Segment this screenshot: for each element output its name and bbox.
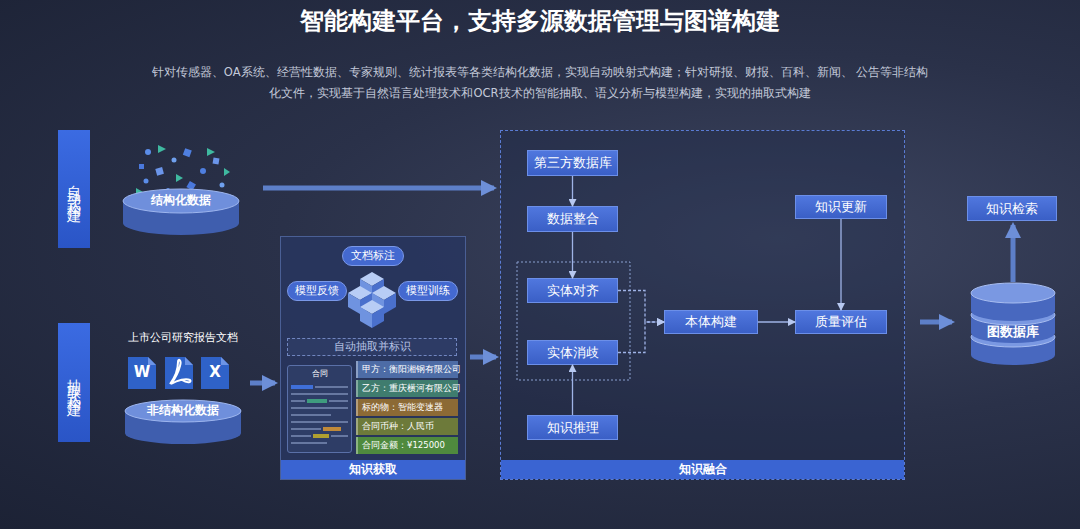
process-box: 自动抽取并标识 — [287, 338, 457, 356]
connector — [618, 322, 664, 353]
node-text: 实体对齐 — [547, 284, 599, 298]
node-text: 甲方：衡阳湘钢有限公司 — [362, 365, 461, 374]
mode-band: 自动式构建 — [58, 130, 90, 248]
icon-letter: W — [128, 363, 156, 381]
connector — [618, 291, 664, 323]
process-box: 第三方数据库 — [527, 150, 618, 176]
icon-letter: X — [201, 363, 229, 381]
node-text: 标的物：智能变速器 — [362, 403, 443, 412]
connector — [572, 176, 573, 206]
process-box: 知识更新 — [795, 195, 887, 219]
node-text: 自动抽取并标识 — [334, 341, 411, 353]
process-box: 实体对齐 — [527, 278, 618, 303]
stage-panel: 知识融合 第三方数据库数据整合实体对齐实体消歧知识推理 本体构建 质量评估 知识更新 — [500, 130, 905, 480]
stage-panel: 知识获取 文档标注模型反馈 模型训练自动抽取并标识合同 甲方：衡阳湘钢有限公司乙方：重… — [280, 236, 466, 480]
connector — [572, 365, 573, 415]
data-cylinder: 结构化数据 — [122, 187, 240, 237]
node-text: 本体构建 — [685, 315, 737, 329]
node-text: 知识获取 — [281, 460, 465, 479]
file-icons — [128, 357, 229, 389]
process-box: 本体构建 — [664, 310, 758, 334]
node-text: 数据整合 — [547, 212, 599, 226]
contract-lines — [291, 385, 348, 444]
node-text: 上市公司研究报告文档 — [118, 332, 248, 344]
group-outline — [517, 262, 630, 380]
document-card: 合同 — [287, 365, 352, 453]
field-tag: 合同金额：¥125000 — [356, 437, 458, 454]
node-text: 质量评估 — [815, 315, 867, 329]
node-text: 文档标注 — [351, 250, 395, 262]
flow-arrow — [1011, 225, 1016, 282]
flow-arrow — [470, 355, 496, 360]
connector — [758, 321, 795, 322]
field-tag: 合同币种：人民币 — [356, 418, 458, 435]
node-text: 合同 — [288, 370, 351, 379]
node-text: 知识检索 — [986, 202, 1038, 216]
field-tag: 标的物：智能变速器 — [356, 399, 458, 416]
node-text: 知识融合 — [501, 460, 904, 479]
data-dots — [136, 145, 230, 196]
flow-arrow — [920, 320, 952, 325]
node-text: 模型反馈 — [295, 285, 339, 297]
process-box: 质量评估 — [795, 310, 887, 334]
field-tag: 乙方：重庆横河有限公司 — [356, 380, 458, 397]
field-tag: 甲方：衡阳湘钢有限公司 — [356, 361, 458, 378]
node-text: 知识推理 — [547, 421, 599, 435]
database-cylinder: 图数据库 — [970, 282, 1056, 366]
mode-band: 抽取式构建 — [58, 323, 90, 442]
node-text: 实体消歧 — [547, 346, 599, 360]
node-text: 图数据库 — [970, 325, 1056, 339]
step-pill: 模型反馈 — [287, 281, 347, 301]
step-pill: 模型训练 — [398, 281, 458, 301]
node-text: 自动式构建 — [66, 174, 81, 204]
database-shape — [970, 282, 1056, 366]
process-box: 知识推理 — [527, 415, 618, 440]
data-cylinder: 上市公司研究报告文档非结构化数据 — [118, 332, 248, 447]
node-text: 第三方数据库 — [534, 156, 612, 170]
node-text: 非结构化数据 — [118, 404, 248, 417]
connector — [572, 232, 573, 278]
node-text: 结构化数据 — [122, 194, 240, 207]
step-pill: 文档标注 — [342, 246, 404, 266]
node-text: 乙方：重庆横河有限公司 — [362, 384, 461, 393]
connector — [840, 219, 841, 310]
flow-arrow — [250, 381, 275, 386]
node-text: 合同金额：¥125000 — [362, 441, 445, 450]
subtitle: 针对传感器、OA系统、经营性数据、专家规则、统计报表等各类结构化数据，实现自动映… — [150, 62, 930, 104]
node-text: 合同币种：人民币 — [362, 422, 434, 431]
node-text: 知识更新 — [815, 200, 867, 214]
node-text: 模型训练 — [406, 285, 450, 297]
node-text: 抽取式构建 — [66, 368, 81, 398]
process-box: 实体消歧 — [527, 340, 618, 365]
flow-arrow — [263, 186, 494, 191]
title: 智能构建平台，支持多源数据管理与图谱构建 — [0, 5, 1080, 37]
cube-icon — [348, 272, 396, 328]
process-box: 数据整合 — [527, 206, 618, 232]
cylinder-shape — [118, 332, 248, 447]
process-box: 知识检索 — [967, 196, 1057, 221]
